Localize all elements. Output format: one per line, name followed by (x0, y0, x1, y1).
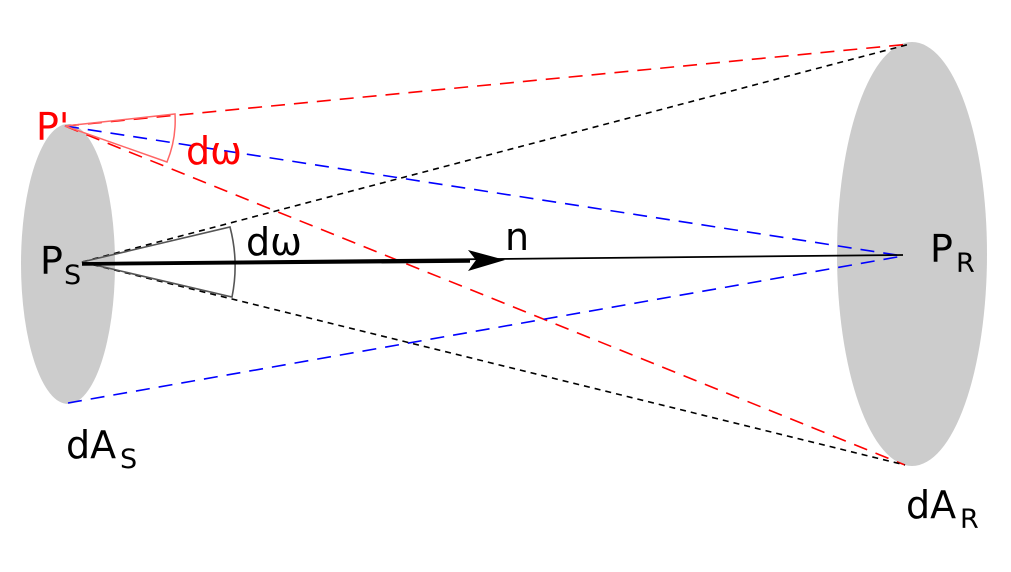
label-da-s-sub: S (120, 444, 137, 475)
label-p-s-sub: S (64, 260, 81, 291)
label-p-prime: P' (36, 105, 69, 149)
red-ray-top (64, 43, 911, 127)
label-p-r: P (930, 227, 953, 271)
red-solid-angle-cone (64, 113, 176, 163)
label-p-r-sub: R (956, 248, 975, 279)
label-da-s: dA (66, 423, 116, 467)
label-d-omega-red: dω (186, 129, 242, 173)
label-da-r: dA (906, 483, 956, 527)
red-ray-bottom (64, 125, 906, 466)
black-ray-bottom (81, 261, 906, 466)
label-da-r-sub: R (960, 504, 979, 535)
label-d-omega-black: dω (246, 220, 302, 264)
blue-ray-bottom (67, 255, 904, 404)
source-surface-dAs (21, 124, 115, 404)
label-p-s: P (40, 239, 63, 283)
arrow-head-icon (468, 250, 505, 271)
blue-ray-top (64, 125, 904, 257)
normal-arrow-n (81, 259, 471, 266)
receiver-surface-dAr (837, 42, 987, 466)
label-n: n (505, 215, 529, 259)
